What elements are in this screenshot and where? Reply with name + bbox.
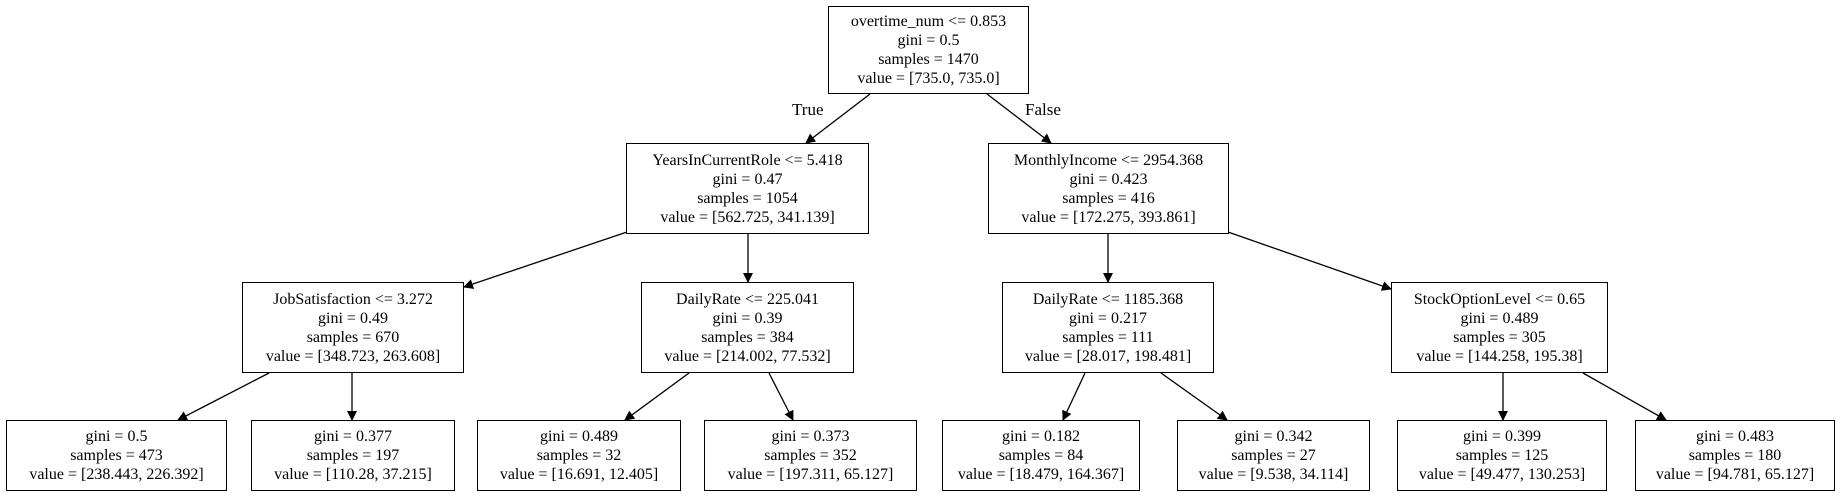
node-samples: samples = 180 bbox=[1688, 447, 1782, 464]
edge-n0-n2 bbox=[986, 93, 1052, 144]
node-value: value = [28.017, 198.481] bbox=[1024, 347, 1192, 365]
node-gini: gini = 0.342 bbox=[1234, 428, 1313, 445]
node-gini: gini = 0.47 bbox=[712, 170, 783, 188]
node-gini: gini = 0.423 bbox=[1069, 170, 1148, 188]
edge-label-true: True bbox=[792, 100, 824, 119]
tree-node-n11: gini = 0.182 samples = 84 value = [18.479,… bbox=[942, 420, 1140, 491]
tree-node-n14: gini = 0.483 samples = 180 value = [94.781… bbox=[1635, 420, 1835, 491]
tree-node-n7: gini = 0.5 samples = 473 value = [238.443,… bbox=[6, 420, 227, 491]
node-split: MonthlyIncome <= 2954.368 bbox=[1013, 151, 1204, 169]
node-gini: gini = 0.5 bbox=[85, 428, 148, 445]
tree-node-n12: gini = 0.342 samples = 27 value = [9.538, … bbox=[1177, 420, 1370, 491]
node-value: value = [18.479, 164.367] bbox=[957, 466, 1125, 483]
edge-n3-n7 bbox=[177, 372, 270, 421]
node-gini: gini = 0.489 bbox=[1460, 309, 1539, 327]
edge-n2-n6 bbox=[1227, 231, 1392, 291]
node-gini: gini = 0.217 bbox=[1069, 309, 1147, 327]
node-gini: gini = 0.377 bbox=[314, 428, 392, 445]
node-samples: samples = 352 bbox=[764, 447, 857, 464]
tree-node-n0: overtime_num <= 0.853 gini = 0.5 samples =… bbox=[828, 6, 1029, 94]
edge-n5-n12 bbox=[1160, 372, 1228, 421]
tree-node-n9: gini = 0.489 samples = 32 value = [16.691,… bbox=[477, 420, 681, 491]
node-samples: samples = 27 bbox=[1231, 447, 1316, 464]
tree-node-n8: gini = 0.377 samples = 197 value = [110.28… bbox=[251, 420, 455, 491]
tree-node-n13: gini = 0.399 samples = 125 value = [49.477… bbox=[1397, 420, 1607, 491]
node-value: value = [348.723, 263.608] bbox=[265, 347, 441, 365]
node-value: value = [735.0, 735.0] bbox=[857, 70, 1000, 87]
node-value: value = [172.275, 393.861] bbox=[1021, 208, 1196, 226]
node-gini: gini = 0.489 bbox=[540, 428, 618, 445]
node-value: value = [144.258, 195.38] bbox=[1416, 347, 1583, 365]
node-samples: samples = 1470 bbox=[878, 51, 979, 68]
edge-n0-n1 bbox=[805, 93, 871, 144]
tree-node-n10: gini = 0.373 samples = 352 value = [197.31… bbox=[704, 420, 917, 491]
edge-n6-n14 bbox=[1582, 372, 1667, 421]
edge-n4-n9 bbox=[624, 372, 690, 421]
node-value: value = [110.28, 37.215] bbox=[274, 466, 432, 483]
edge-label-false: False bbox=[1025, 100, 1061, 119]
edge-n1-n3 bbox=[463, 231, 628, 289]
node-gini: gini = 0.483 bbox=[1696, 428, 1774, 445]
node-split: YearsInCurrentRole <= 5.418 bbox=[652, 151, 843, 169]
node-samples: samples = 32 bbox=[536, 447, 622, 464]
node-samples: samples = 197 bbox=[306, 447, 400, 464]
node-samples: samples = 670 bbox=[306, 328, 400, 346]
node-split: DailyRate <= 1185.368 bbox=[1032, 290, 1184, 308]
node-gini: gini = 0.39 bbox=[712, 309, 783, 327]
node-samples: samples = 416 bbox=[1062, 189, 1155, 207]
edge-n4-n10 bbox=[768, 372, 794, 421]
node-split: overtime_num <= 0.853 bbox=[850, 13, 1007, 30]
node-value: value = [94.781, 65.127] bbox=[1655, 466, 1815, 483]
node-value: value = [238.443, 226.392] bbox=[29, 466, 204, 483]
node-value: value = [49.477, 130.253] bbox=[1418, 466, 1586, 483]
node-split: DailyRate <= 225.041 bbox=[676, 290, 819, 308]
edge-n5-n11 bbox=[1062, 372, 1086, 421]
node-split: StockOptionLevel <= 0.65 bbox=[1413, 290, 1586, 308]
node-samples: samples = 384 bbox=[701, 328, 794, 346]
node-value: value = [9.538, 34.114] bbox=[1198, 466, 1349, 483]
node-gini: gini = 0.49 bbox=[318, 309, 388, 327]
node-gini: gini = 0.399 bbox=[1463, 428, 1541, 445]
node-samples: samples = 111 bbox=[1062, 328, 1154, 346]
node-value: value = [214.002, 77.532] bbox=[664, 347, 831, 365]
node-gini: gini = 0.182 bbox=[1002, 428, 1080, 445]
node-value: value = [197.311, 65.127] bbox=[727, 466, 894, 483]
node-gini: gini = 0.373 bbox=[771, 428, 850, 445]
node-gini: gini = 0.5 bbox=[897, 32, 960, 49]
node-samples: samples = 473 bbox=[70, 447, 163, 464]
node-value: value = [562.725, 341.139] bbox=[660, 208, 835, 226]
node-samples: samples = 305 bbox=[1453, 328, 1546, 346]
node-samples: samples = 125 bbox=[1455, 447, 1549, 464]
node-samples: samples = 1054 bbox=[697, 189, 798, 207]
node-value: value = [16.691, 12.405] bbox=[499, 466, 659, 483]
node-samples: samples = 84 bbox=[998, 447, 1084, 464]
node-split: JobSatisfaction <= 3.272 bbox=[273, 290, 433, 308]
